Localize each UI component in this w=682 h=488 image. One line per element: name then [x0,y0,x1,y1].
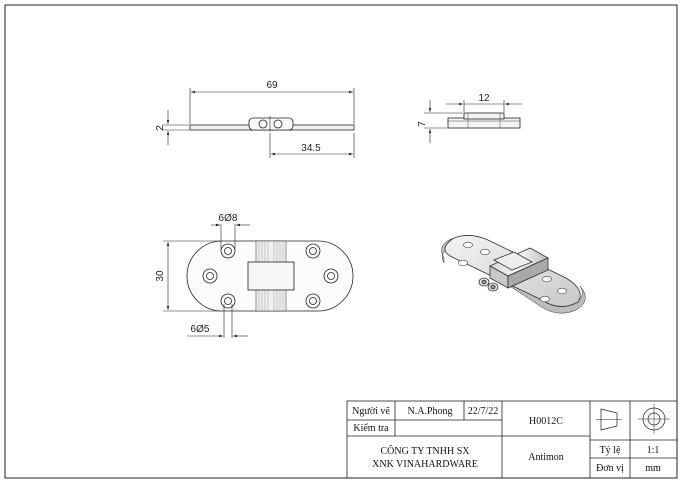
end-view-dims [424,100,522,143]
dim-thickness: 2 [155,125,166,131]
end-view [447,112,521,129]
iso-holes [458,241,567,303]
value-scale: 1:1 [647,445,660,456]
side-view-dims [162,88,355,158]
projection-symbol [596,404,670,434]
mounting-holes [202,243,339,309]
value-date: 22/7/22 [468,406,499,417]
value-unit: mm [645,463,661,474]
dim-end-width: 12 [478,93,490,104]
company-line-2: XNK VINAHARDWARE [372,459,478,470]
pin-right [273,119,283,129]
company-line-1: CÔNG TY TNHH SX [381,445,471,457]
top-view [186,240,354,312]
sheet-border [4,4,678,479]
label-checked: Kiểm tra [353,423,389,434]
dim-hole-small: 6Ø5 [191,324,210,335]
top-view-dims [163,223,250,338]
side-knuckle [248,117,294,131]
isometric-view [441,235,586,314]
dim-hole-large: 6Ø8 [219,213,238,224]
value-material: Antimon [528,452,564,463]
label-drawn-by: Người vẽ [352,406,390,417]
center-knuckle [247,261,295,291]
label-scale: Tỷ lệ [600,445,621,456]
value-drawn-by: N.A.Phong [407,406,452,417]
dim-end-height: 7 [417,121,428,127]
title-block [346,400,678,479]
dim-overall-length: 69 [266,80,278,91]
value-part-code: H0012C [529,416,563,427]
dim-plate-height: 30 [155,270,166,282]
dim-half-length: 34.5 [301,143,321,154]
label-unit: Đơn vị [596,463,624,474]
side-view [189,116,355,132]
pin-left [258,119,268,129]
